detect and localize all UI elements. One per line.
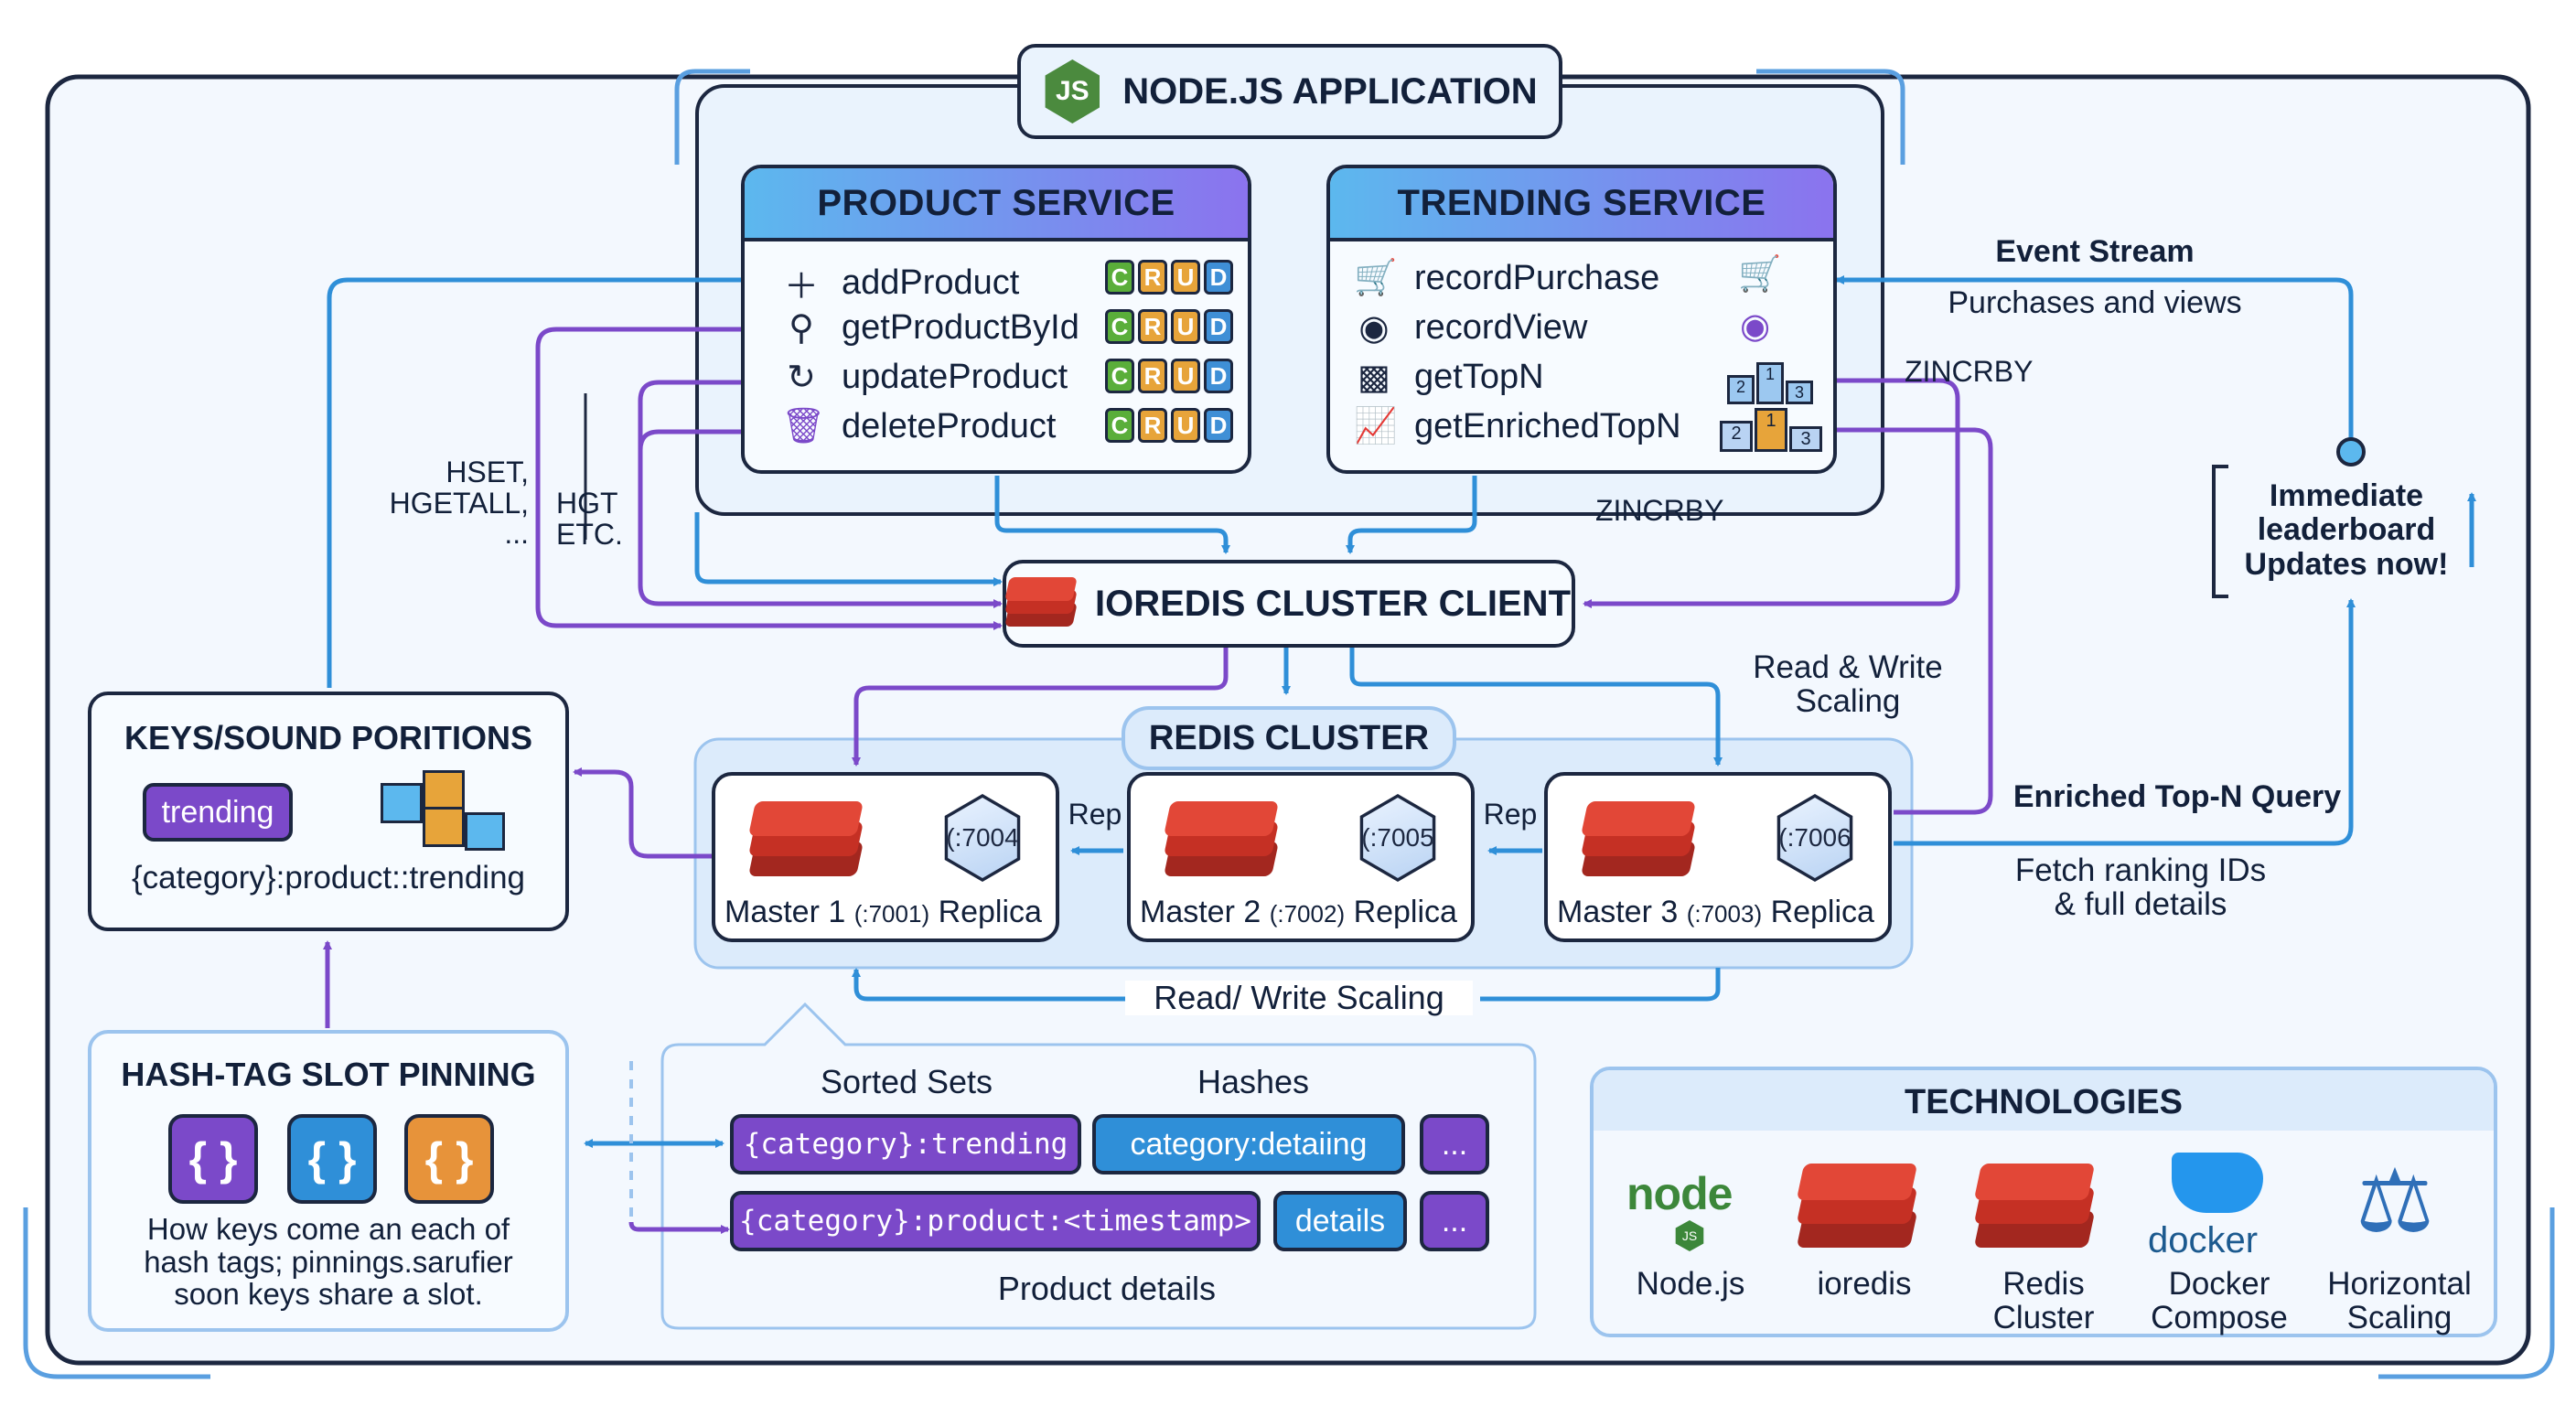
cluster-node-3[interactable]: (:7006 Master 3 (:7003) Replica [1544,772,1892,942]
trending-service-panel: TRENDING SERVICE 🛒 recordPurchase ◉ reco… [1326,165,1837,474]
method-delete-product[interactable]: 🗑 deleteProduct [781,406,1057,446]
label-sorted-sets: Sorted Sets [820,1063,993,1100]
key-details[interactable]: details [1273,1191,1407,1251]
label-read-write-bottom: Read/ Write Scaling [1125,981,1473,1015]
label-fetch-ranking: Fetch ranking IDs & full details [2014,853,2267,922]
method-get-product-by-id[interactable]: ⚲ getProductById [781,307,1079,349]
method-update-product[interactable]: ↻ updateProduct [781,357,1068,398]
event-stream-node [2336,437,2366,467]
docker-logo-icon: docker [2148,1143,2285,1262]
node-caption: Master 2 (:7002) Replica [1140,895,1457,929]
nodejs-logo-icon: node JS [1626,1147,1755,1257]
label-zincrby-2: ZINCRBY [1595,494,1724,527]
replica-cube-icon: (:7004 [944,794,1021,882]
keys-panel: KEYS/SOUND PORITIONS trending {category}… [88,692,569,931]
label-event-stream: Event Stream [1995,234,2195,269]
tech-label-nodejs: Node.js [1636,1266,1745,1302]
technologies-panel: TECHNOLOGIES node JS docker ⚖ Node.js io… [1590,1067,2497,1337]
chart-icon: 📈 [1354,407,1398,445]
label-zincrby-1: ZINCRBY [1905,355,2034,388]
label-read-write-scaling: Read & Write Scaling [1753,649,1943,719]
trending-service-title: TRENDING SERVICE [1330,168,1833,241]
key-pattern: {category}:product::trending [131,860,525,896]
replica-cube-icon: (:7005 [1359,794,1436,882]
redis-logo-icon [1973,1154,2097,1255]
product-service-panel: PRODUCT SERVICE ＋ addProduct ⚲ getProduc… [741,165,1251,474]
label-rep-2: Rep [1483,798,1538,831]
node-caption: Master 3 (:7003) Replica [1557,895,1874,929]
app-title: NODE.JS APPLICATION [1122,70,1538,112]
tech-label-redis-cluster: Redis Cluster [1992,1266,2095,1335]
refresh-icon: ↻ [787,359,816,397]
label-hgt: HGT ETC. [556,487,623,551]
product-service-title: PRODUCT SERVICE [745,168,1248,241]
eye-icon: ◉ [1358,309,1390,348]
keys-title: KEYS/SOUND PORITIONS [123,719,533,756]
tech-label-ioredis: ioredis [1817,1266,1912,1302]
more-keys-2[interactable]: ... [1420,1191,1489,1251]
podium-icon: 2 1 3 [1727,362,1813,404]
brace-icon: { } [404,1114,494,1204]
method-record-purchase[interactable]: 🛒 recordPurchase [1354,258,1660,298]
brace-icon: { } [287,1114,377,1204]
method-record-view[interactable]: ◉ recordView [1354,307,1587,349]
method-get-enriched-top-n[interactable]: 📈 getEnrichedTopN [1354,406,1681,446]
label-hashes: Hashes [1197,1063,1310,1100]
cart-icon: 🛒 [1354,259,1398,297]
plus-icon: ＋ [783,268,819,306]
trash-icon: 🗑 [781,407,826,445]
redis-master-icon [1163,798,1280,880]
tech-label-horizontal-scaling: Horizontal Scaling [2327,1266,2472,1335]
frame-decor [23,69,2555,1379]
purple-flows [323,327,1993,1234]
label-rep-1: Rep [1068,798,1122,831]
hash-tag-panel: HASH-TAG SLOT PINNING { } { } { } How ke… [88,1030,569,1332]
immediate-bracket [2212,465,2228,598]
eye-icon: ◉ [1740,307,1771,346]
trending-pill: trending [143,783,293,842]
hash-tag-title: HASH-TAG SLOT PINNING [121,1056,536,1093]
app-title-badge: JS NODE.JS APPLICATION [1017,44,1562,139]
hash-tag-description: How keys come an each of hash tags; pinn… [144,1212,513,1312]
node-caption: Master 1 (:7001) Replica [724,895,1042,929]
label-purchases-views: Purchases and views [1948,285,2242,320]
tech-label-docker-compose: Docker Compose [2151,1266,2288,1335]
key-hash-detailing[interactable]: category:detaiing [1092,1114,1405,1174]
cluster-node-1[interactable]: (:7004 Master 1 (:7001) Replica [712,772,1059,942]
technologies-title: TECHNOLOGIES [1904,1083,2184,1121]
search-icon: ⚲ [789,309,814,348]
podium-icon: 2 1 3 [1720,408,1822,452]
slot-blocks-icon [381,770,505,851]
podium-icon: ▩ [1358,359,1390,397]
redis-master-icon [747,798,864,880]
client-title: IOREDIS CLUSTER CLIENT [1094,583,1572,624]
key-sorted-trending[interactable]: {category}:trending [730,1114,1081,1174]
nodejs-hex-icon: JS [1045,59,1100,123]
redis-master-icon [1580,798,1697,880]
blue-flows [327,275,2476,1148]
key-product-timestamp[interactable]: {category}:product:<timestamp> [730,1191,1261,1251]
redis-cluster-title: REDIS CLUSTER [1122,706,1456,770]
replica-cube-icon: (:7006 [1776,794,1853,882]
label-immediate-updates: Immediate leaderboard Updates now! [2244,478,2449,582]
label-product-details: Product details [997,1270,1217,1307]
redis-logo-icon [1796,1154,1919,1255]
cart-icon: 🛒 [1738,255,1782,294]
method-add-product[interactable]: ＋ addProduct [781,258,1019,308]
more-keys-1[interactable]: ... [1420,1114,1489,1174]
method-get-top-n[interactable]: ▩ getTopN [1354,357,1544,398]
label-hset: HSET, HGETALL, ... [389,456,529,551]
cluster-node-2[interactable]: (:7005 Master 2 (:7002) Replica [1127,772,1475,942]
redis-logo-icon [1004,575,1078,632]
brace-icon: { } [168,1114,258,1204]
ioredis-client-box: IOREDIS CLUSTER CLIENT [1003,560,1575,648]
scale-icon: ⚖ [2355,1153,2435,1250]
label-enriched-query: Enriched Top-N Query [2012,779,2342,814]
